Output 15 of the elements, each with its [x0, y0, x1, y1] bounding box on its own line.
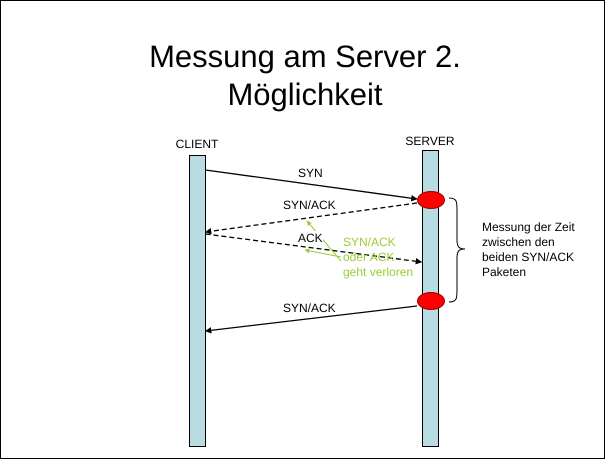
- dashed-arrow: [204, 202, 418, 234]
- bracket-note: Messung der Zeit zwischen den beiden SYN/ACK Paketen: [482, 220, 576, 280]
- dashed-arrow: [205, 233, 422, 264]
- event-marker: [417, 292, 445, 310]
- arrow: [204, 305, 418, 334]
- edge-label: ACK: [298, 231, 323, 245]
- leader-line: [304, 248, 342, 258]
- edge-label: SYN/ACK: [283, 301, 336, 315]
- lifeline-label: CLIENT: [176, 137, 218, 151]
- arrow: [205, 169, 418, 202]
- lifeline-label: SERVER: [405, 134, 455, 148]
- edge-label: SYN: [298, 166, 323, 180]
- title: Messung am Server 2. Möglichkeit: [148, 38, 462, 114]
- edge-label: SYN/ACK: [283, 198, 336, 212]
- event-marker: [417, 191, 445, 209]
